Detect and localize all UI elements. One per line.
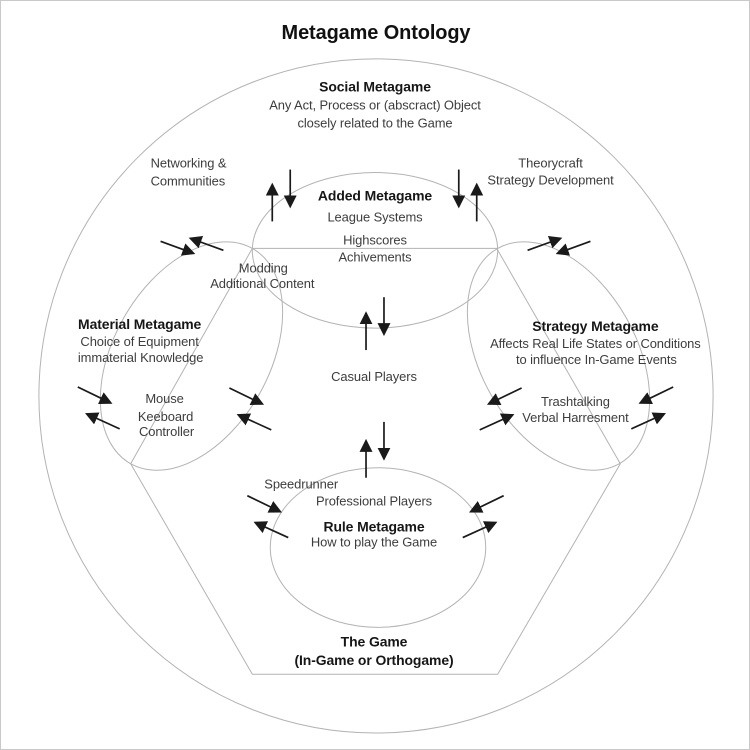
rule-metagame-ellipse bbox=[269, 467, 487, 628]
diagram-title: Metagame Ontology bbox=[282, 22, 471, 44]
rule-desc-1: How to play the Game bbox=[311, 535, 437, 550]
material-desc-1: Choice of Equipment bbox=[80, 334, 199, 349]
added-item-2: Highscores bbox=[343, 232, 407, 247]
diagonal-exchange-arrows-strategy-outer bbox=[630, 386, 674, 430]
diagonal-exchange-arrows-material-outer bbox=[77, 386, 121, 430]
material-item-3: Controller bbox=[139, 424, 195, 439]
northwest-arrow-icon bbox=[236, 413, 272, 431]
game-heading-2: (In-Game or Orthogame) bbox=[294, 652, 453, 668]
northeast-arrow-icon bbox=[462, 521, 498, 539]
northwest-arrow-icon bbox=[188, 236, 224, 252]
northwest-arrow-icon bbox=[85, 412, 121, 430]
southwest-arrow-icon bbox=[638, 386, 674, 404]
southeast-arrow-icon bbox=[160, 240, 196, 256]
labels: Metagame Ontology Social Metagame Any Ac… bbox=[78, 22, 701, 668]
strategy-item-1: Trashtalking bbox=[541, 394, 610, 409]
material-desc-2: immaterial Knowledge bbox=[78, 350, 203, 365]
modding-label-1: Modding bbox=[239, 260, 288, 275]
southeast-arrow-icon bbox=[229, 387, 265, 405]
networking-label-2: Communities bbox=[151, 174, 226, 189]
strategy-heading: Strategy Metagame bbox=[532, 318, 659, 334]
southwest-arrow-icon bbox=[486, 387, 522, 405]
strategy-desc-1: Affects Real Life States or Conditions bbox=[490, 336, 701, 351]
strategy-item-2: Verbal Harresment bbox=[522, 410, 629, 425]
added-item-3: Achivements bbox=[338, 249, 412, 264]
exchange-arrows bbox=[77, 169, 674, 539]
material-item-1: Mouse bbox=[145, 391, 183, 406]
northeast-arrow-icon bbox=[527, 236, 563, 252]
southwest-arrow-icon bbox=[555, 240, 591, 256]
region-outlines bbox=[38, 58, 714, 734]
southeast-arrow-icon bbox=[246, 494, 283, 513]
diagonal-exchange-arrows-material-inner bbox=[229, 387, 272, 431]
southeast-arrow-icon bbox=[77, 386, 113, 404]
social-desc-2: closely related to the Game bbox=[298, 116, 453, 131]
game-heading-1: The Game bbox=[341, 633, 408, 649]
vertical-exchange-arrows-center-lower bbox=[359, 421, 391, 478]
theorycraft-label-1: Theorycraft bbox=[518, 156, 583, 171]
added-item-1: League Systems bbox=[327, 209, 423, 224]
rule-item-1: Speedrunner bbox=[264, 477, 339, 492]
social-desc-1: Any Act, Process or (abscract) Object bbox=[269, 98, 481, 113]
diagonal-exchange-arrows-upper-left bbox=[160, 236, 224, 256]
southwest-arrow-icon bbox=[468, 494, 505, 513]
material-heading: Material Metagame bbox=[78, 316, 201, 332]
theorycraft-label-2: Strategy Development bbox=[487, 173, 614, 188]
diagonal-exchange-arrows-rule-right bbox=[462, 494, 505, 539]
rule-heading: Rule Metagame bbox=[323, 519, 424, 535]
social-metagame-circle bbox=[38, 58, 714, 734]
rule-item-2: Professional Players bbox=[316, 494, 433, 509]
diagonal-exchange-arrows-upper-right bbox=[527, 236, 591, 256]
diagonal-exchange-arrows-rule-left bbox=[246, 494, 289, 539]
social-heading: Social Metagame bbox=[319, 79, 431, 95]
added-metagame-ellipse bbox=[251, 172, 499, 329]
strategy-desc-2: to influence In-Game Events bbox=[516, 352, 677, 367]
vertical-exchange-arrows-top-right bbox=[452, 169, 484, 222]
casual-players-label: Casual Players bbox=[331, 369, 417, 384]
the-game-polygon bbox=[130, 247, 621, 675]
material-item-2: Keeboard bbox=[138, 409, 193, 424]
modding-label-2: Additional Content bbox=[210, 276, 315, 291]
northeast-arrow-icon bbox=[479, 413, 515, 431]
diagonal-exchange-arrows-strategy-inner bbox=[479, 387, 522, 431]
networking-label-1: Networking & bbox=[151, 156, 227, 171]
vertical-exchange-arrows-center-upper bbox=[359, 297, 391, 351]
northeast-arrow-icon bbox=[630, 412, 666, 430]
added-heading: Added Metagame bbox=[318, 187, 432, 203]
vertical-exchange-arrows-top-left bbox=[265, 169, 297, 222]
northwest-arrow-icon bbox=[253, 521, 289, 539]
